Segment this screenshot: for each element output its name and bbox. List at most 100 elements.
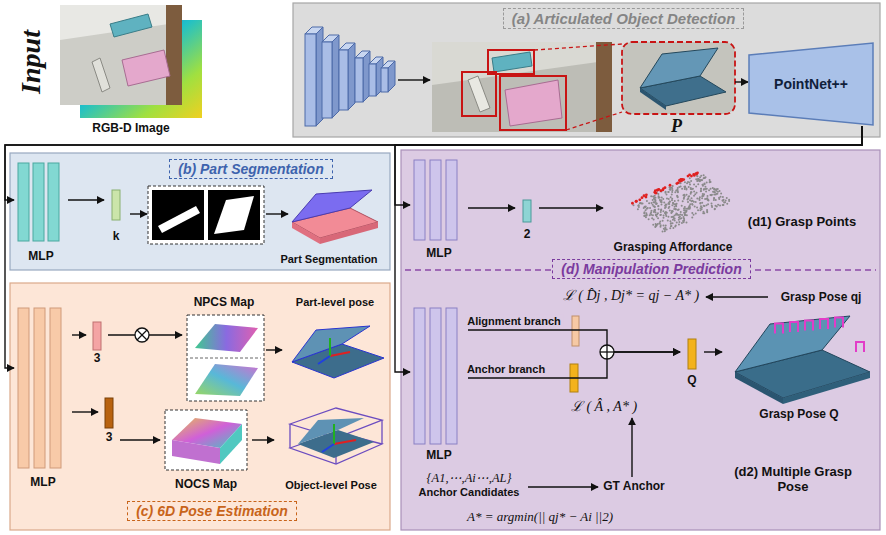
point-cloud xyxy=(705,188,707,190)
point-cloud xyxy=(676,222,678,224)
node-label: MLP xyxy=(30,476,55,490)
point-cloud xyxy=(703,205,705,207)
point-cloud xyxy=(671,210,673,212)
point-cloud xyxy=(669,189,671,191)
point-cloud xyxy=(659,220,661,222)
point-cloud xyxy=(684,181,686,183)
connector-arrow xyxy=(735,81,748,82)
point-cloud xyxy=(699,180,701,182)
point-cloud xyxy=(688,207,690,209)
point-cloud xyxy=(688,206,690,208)
point-cloud xyxy=(715,194,717,196)
point-cloud xyxy=(713,193,715,195)
point-cloud xyxy=(650,213,652,215)
cnn-layer xyxy=(355,58,363,102)
object-pose-object xyxy=(322,444,334,452)
trapezoid-outline xyxy=(749,43,873,125)
point-cloud xyxy=(720,193,722,195)
cropped-object-image xyxy=(622,42,735,114)
point-cloud xyxy=(656,203,658,205)
gt-anchor: GT Anchor xyxy=(598,477,670,497)
point-cloud xyxy=(677,214,679,216)
mlp-layers xyxy=(18,308,29,468)
point-cloud xyxy=(674,215,676,217)
section-label: (d2) Multiple Grasp Pose xyxy=(728,465,858,495)
cropped-object-image xyxy=(640,88,666,110)
connector-arrow xyxy=(266,349,282,350)
mlp-layers xyxy=(18,308,61,468)
point-cloud xyxy=(678,221,680,223)
point-cloud xyxy=(696,180,698,182)
node-label: PointNet++ xyxy=(774,76,848,92)
point-cloud xyxy=(675,212,677,214)
point-cloud xyxy=(688,182,690,184)
connector-arrow xyxy=(68,199,104,200)
object-pose-object xyxy=(333,424,335,444)
edge-label: Alignment branch xyxy=(465,315,563,328)
point-cloud xyxy=(711,205,713,207)
point-cloud xyxy=(710,194,712,196)
point-cloud xyxy=(702,184,704,186)
panel-title: (c) 6D Pose Estimation xyxy=(127,501,297,521)
point-cloud xyxy=(665,225,667,227)
part-pose-object xyxy=(292,326,370,362)
point-cloud xyxy=(722,204,724,206)
point-cloud xyxy=(700,175,702,177)
point-cloud xyxy=(653,205,655,207)
point-cloud xyxy=(644,215,646,217)
npcs-map-image xyxy=(195,324,258,352)
point-cloud xyxy=(678,179,681,182)
point-cloud xyxy=(684,214,686,216)
point-cloud xyxy=(704,186,706,188)
point-cloud xyxy=(692,188,694,190)
point-cloud xyxy=(664,227,666,229)
point-cloud xyxy=(720,196,722,198)
point-cloud xyxy=(683,209,685,211)
anchor-candidates: {A1,⋯,Ai⋯,AL}Anchor Candidates xyxy=(410,466,528,504)
point-cloud xyxy=(671,198,673,200)
point-cloud xyxy=(689,205,691,207)
point-cloud xyxy=(655,214,657,216)
mlp-layers xyxy=(414,308,425,444)
point-cloud xyxy=(682,220,684,222)
point-cloud xyxy=(706,188,708,190)
point-cloud xyxy=(706,198,708,200)
point-cloud xyxy=(684,206,686,208)
cnn-layer xyxy=(381,68,388,92)
cropped-object-image xyxy=(640,76,726,106)
point-cloud xyxy=(656,188,659,191)
part-masks xyxy=(148,186,264,244)
point-cloud xyxy=(672,216,674,218)
node-label: k xyxy=(113,230,120,244)
point-cloud xyxy=(710,181,712,183)
point-cloud xyxy=(652,204,654,206)
feature-bar: 3 xyxy=(86,318,108,366)
point-cloud xyxy=(677,190,679,192)
cnn-layer xyxy=(369,57,383,64)
object-pose: Object-level Pose xyxy=(274,398,388,492)
point-cloud xyxy=(660,224,662,226)
point-cloud xyxy=(723,201,725,203)
npcs-map-image xyxy=(195,364,258,396)
connector-arrow xyxy=(252,439,274,440)
point-cloud xyxy=(689,207,691,209)
point-cloud xyxy=(653,197,655,199)
point-cloud xyxy=(718,197,720,199)
edge-label-box: Alignment branch xyxy=(465,315,563,328)
point-cloud xyxy=(716,193,718,195)
point-cloud xyxy=(670,225,672,227)
node-label: ℒ ( D̂j , Dj* = qj − A* ) xyxy=(563,288,699,304)
point-cloud xyxy=(712,191,714,193)
node-label: NPCS Map xyxy=(194,296,255,310)
cnn-layer xyxy=(355,51,370,102)
cnn-layer xyxy=(322,42,332,118)
point-cloud xyxy=(660,201,662,203)
point-cloud xyxy=(677,209,679,211)
point-cloud xyxy=(648,202,650,204)
point-cloud xyxy=(668,202,670,204)
point-cloud xyxy=(715,190,717,192)
point-cloud xyxy=(660,226,662,228)
node-label: GT Anchor xyxy=(603,480,665,494)
point-cloud xyxy=(635,200,638,203)
node-label: 3 xyxy=(106,431,113,445)
